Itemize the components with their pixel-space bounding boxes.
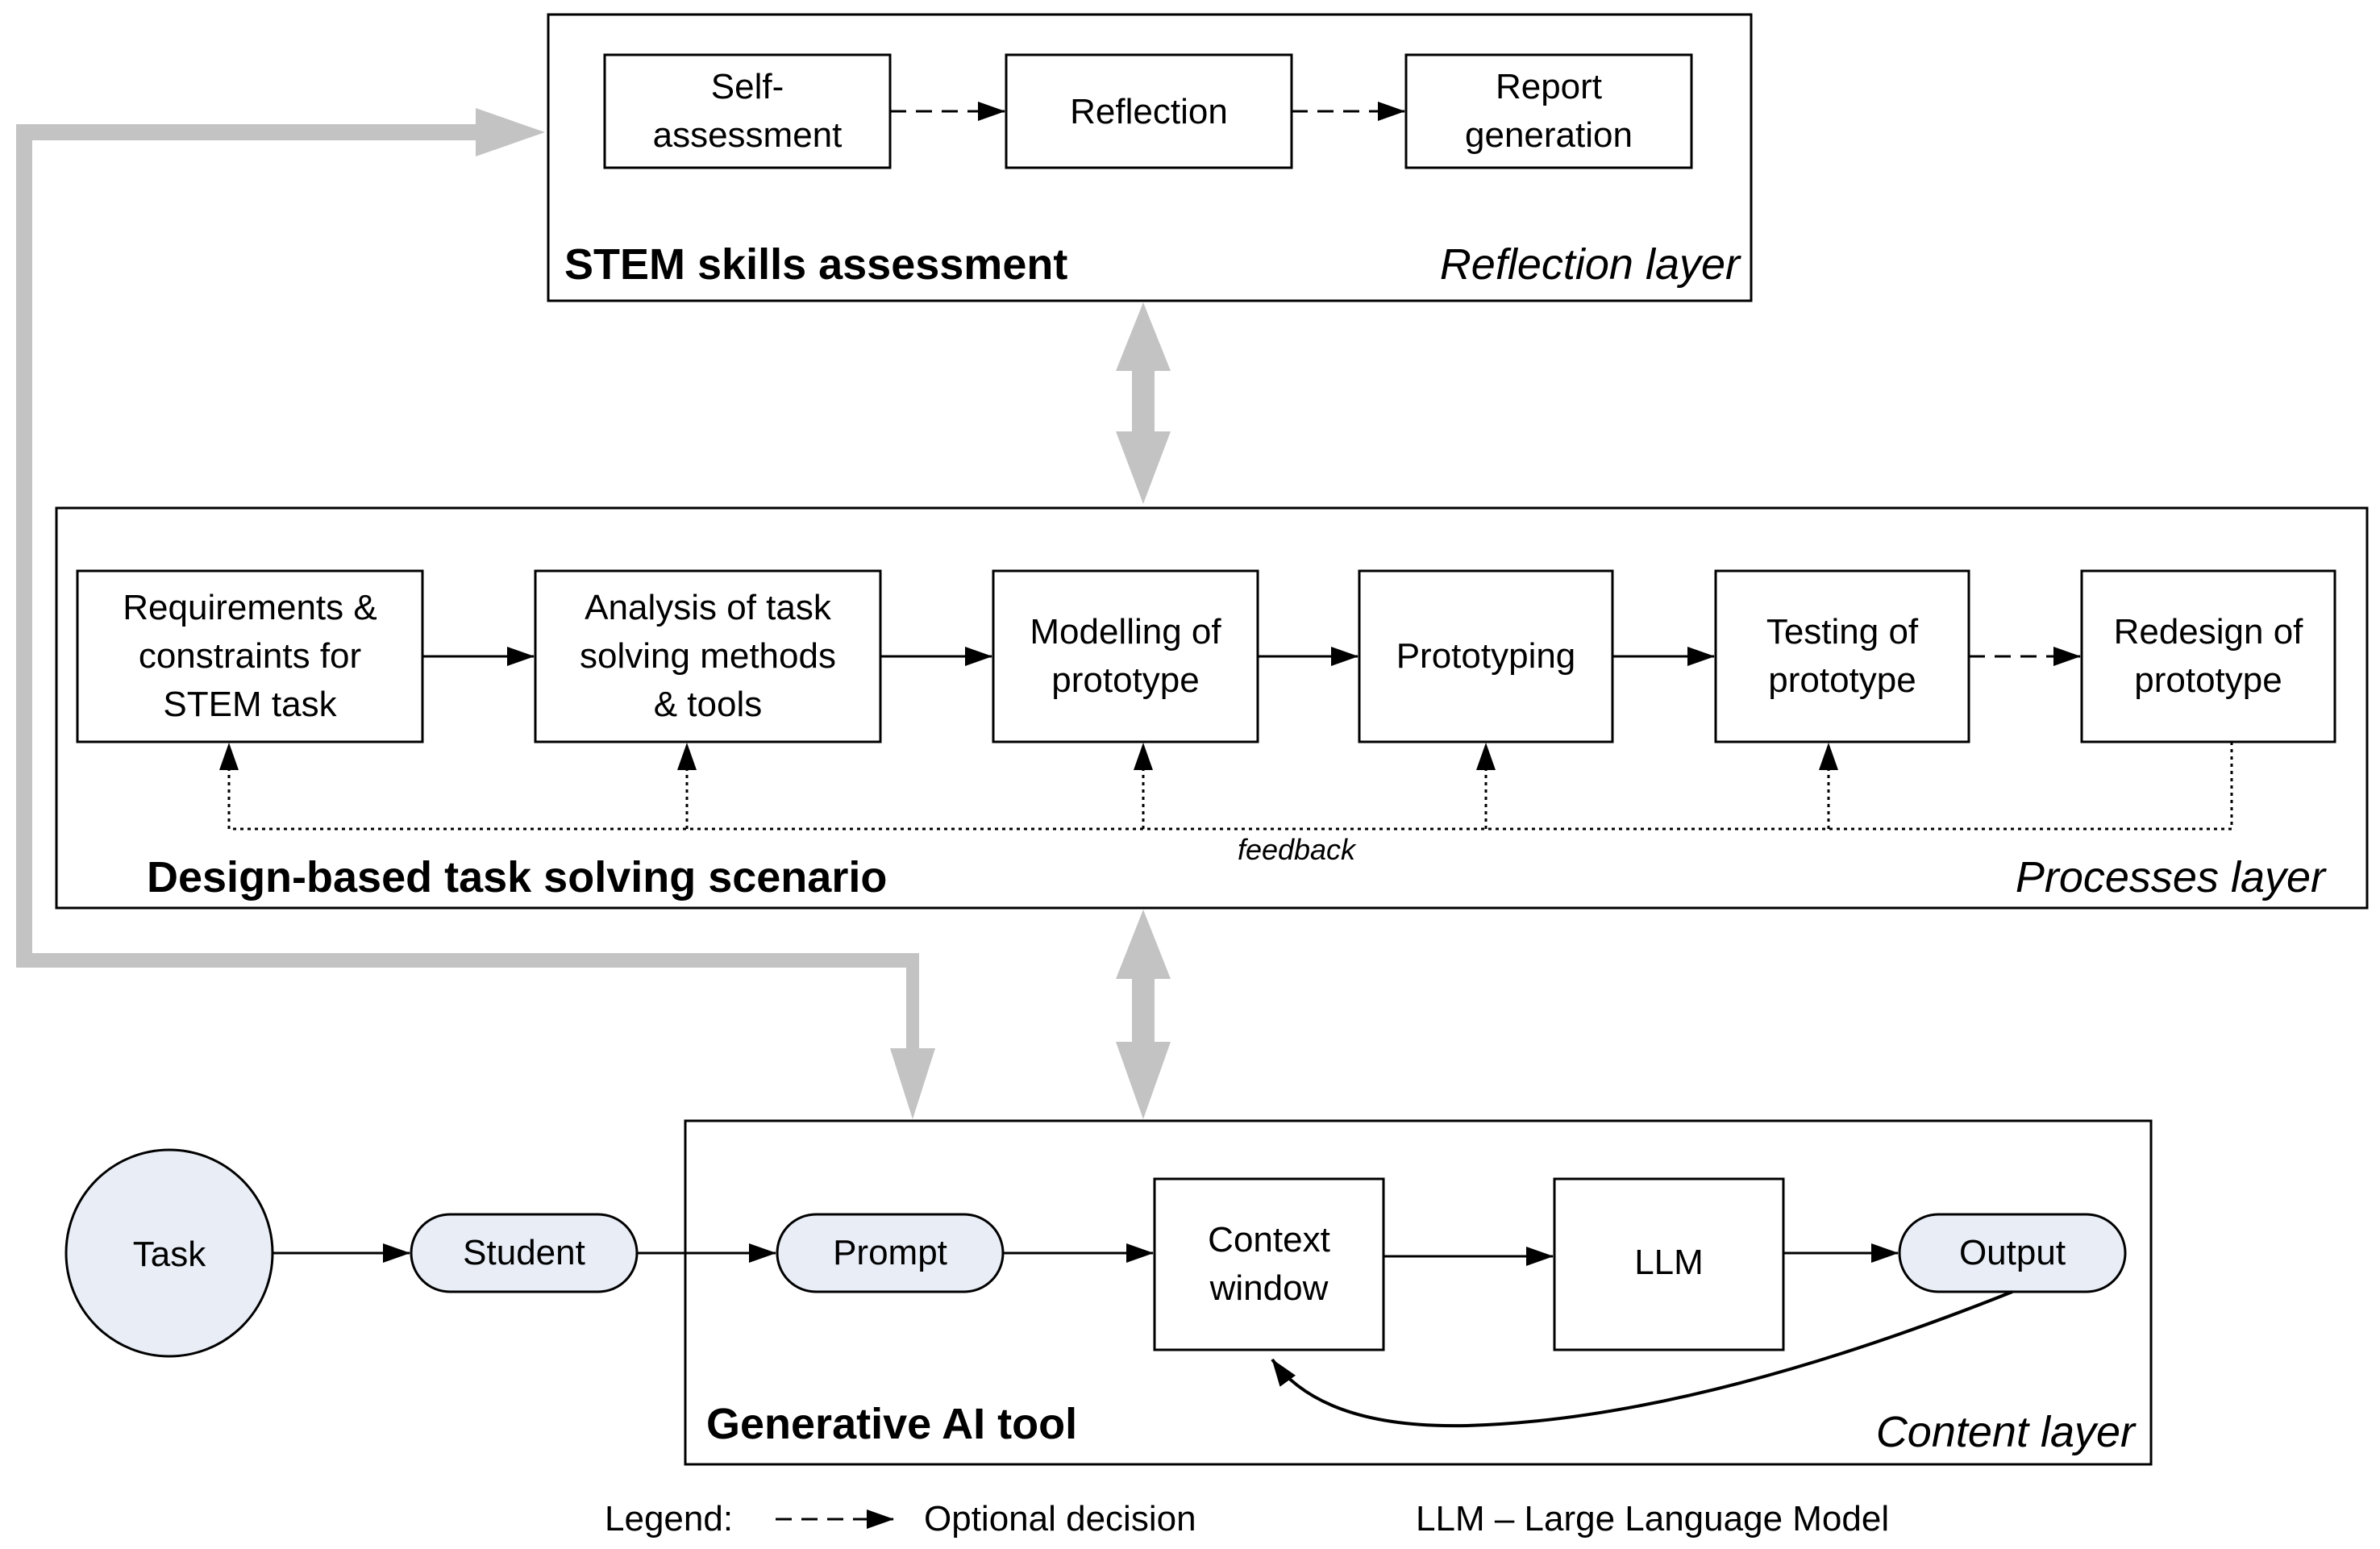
modelling-line2: prototype: [1051, 660, 1199, 700]
content-layer: Task Student Prompt Context window LLM O…: [64, 1119, 2153, 1466]
modelling-line1: Modelling of: [1030, 612, 1221, 652]
feedback-label: feedback: [1238, 833, 1357, 866]
prototyping-label: Prototyping: [1396, 636, 1576, 676]
analysis-line1: Analysis of task: [585, 588, 832, 627]
step-reflection: Reflection: [1005, 53, 1293, 169]
content-title: Generative AI tool: [706, 1400, 1077, 1448]
context-window-line1: Context: [1208, 1220, 1330, 1260]
task-label: Task: [133, 1235, 206, 1274]
step-testing: Testing of prototype: [1714, 569, 1970, 743]
node-prompt: Prompt: [776, 1213, 1005, 1293]
processes-layer-label: Processes layer: [2016, 853, 2327, 902]
report-generation-line2: generation: [1465, 115, 1633, 155]
step-redesign: Redesign of prototype: [2080, 569, 2336, 743]
requirements-line3: STEM task: [163, 685, 337, 724]
self-assessment-line1: Self-: [711, 67, 784, 106]
step-self-assessment: Self- assessment: [603, 53, 892, 169]
reflection-layer: Self- assessment Reflection Report gener…: [547, 13, 1753, 302]
testing-line2: prototype: [1768, 660, 1916, 700]
processes-layer: Requirements & constraints for STEM task…: [55, 506, 2369, 910]
requirements-line1: Requirements &: [123, 588, 377, 627]
legend: Legend: Optional decision LLM – Large La…: [605, 1499, 1889, 1539]
gray-connectors: [16, 108, 1171, 1119]
step-analysis: Analysis of task solving methods & tools: [534, 569, 882, 743]
node-output: Output: [1898, 1213, 2127, 1293]
reflection-title: STEM skills assessment: [564, 240, 1067, 289]
step-report-generation: Report generation: [1404, 53, 1693, 169]
double-arrow-top: [1116, 302, 1171, 504]
report-generation-line1: Report: [1496, 67, 1602, 106]
redesign-line1: Redesign of: [2114, 612, 2304, 652]
requirements-line2: constraints for: [139, 636, 361, 676]
step-modelling: Modelling of prototype: [992, 569, 1259, 743]
double-arrow-bottom: [1116, 910, 1171, 1119]
student-label: Student: [463, 1233, 585, 1272]
content-layer-label: Content layer: [1876, 1408, 2137, 1456]
prompt-label: Prompt: [833, 1233, 947, 1272]
reflection-label: Reflection: [1070, 92, 1228, 131]
step-prototyping: Prototyping: [1358, 569, 1614, 743]
context-window-line2: window: [1209, 1268, 1329, 1308]
analysis-line2: solving methods: [580, 636, 836, 676]
flow-arrow-output-context: [1271, 1290, 2013, 1428]
processes-title: Design-based task solving scenario: [147, 853, 887, 902]
llm-label: LLM: [1634, 1243, 1704, 1282]
node-task: Task: [64, 1148, 274, 1358]
redesign-line2: prototype: [2134, 660, 2282, 700]
output-label: Output: [1959, 1233, 2066, 1272]
legend-label: Legend:: [605, 1499, 733, 1539]
reflection-layer-label: Reflection layer: [1440, 240, 1741, 289]
legend-optional-decision: Optional decision: [924, 1499, 1196, 1539]
step-requirements: Requirements & constraints for STEM task: [76, 569, 424, 743]
testing-line1: Testing of: [1766, 612, 1919, 652]
node-context-window: Context window: [1153, 1177, 1385, 1351]
node-llm: LLM: [1553, 1177, 1785, 1351]
legend-abbreviation: LLM – Large Language Model: [1416, 1499, 1889, 1539]
feedback-lines: [219, 742, 2233, 831]
node-student: Student: [410, 1213, 639, 1293]
self-assessment-line2: assessment: [653, 115, 843, 155]
analysis-line3: & tools: [654, 685, 763, 724]
